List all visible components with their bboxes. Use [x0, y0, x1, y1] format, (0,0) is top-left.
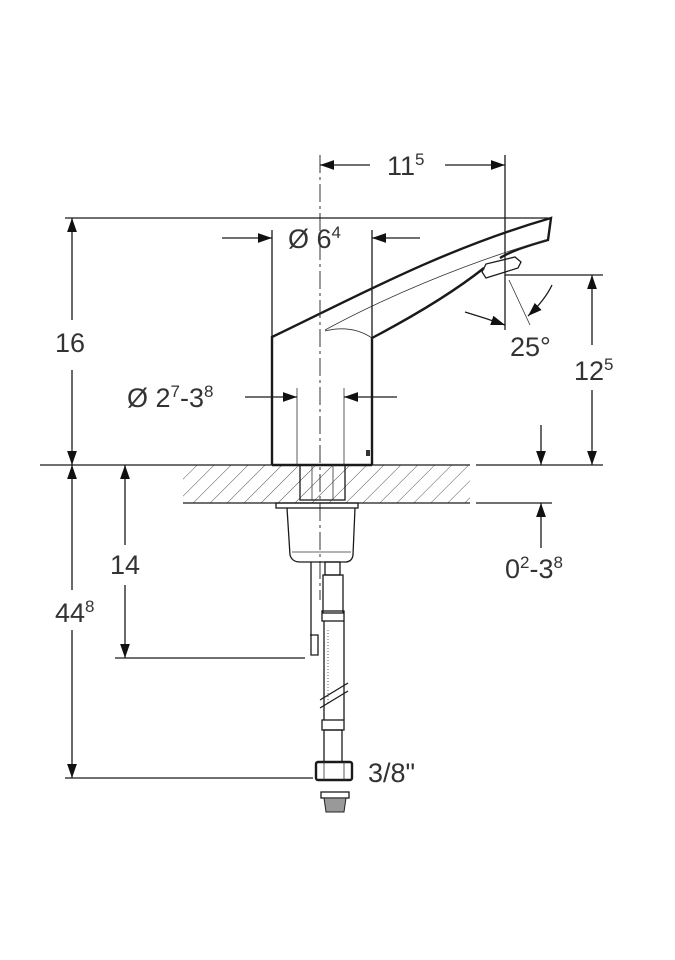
dimension-hose-length: 448 — [55, 465, 313, 779]
dimension-connector-depth: 14 — [110, 465, 305, 659]
svg-text:14: 14 — [110, 550, 140, 580]
svg-text:448: 448 — [55, 597, 95, 628]
supply-hose — [314, 561, 354, 813]
mounting-assembly — [275, 464, 359, 563]
dimension-counter-thickness: 02-38 — [505, 503, 563, 584]
svg-text:Ø 64: Ø 64 — [288, 223, 341, 254]
thread-size-label: 3/8" — [368, 758, 415, 788]
sensor-nozzle — [481, 256, 522, 279]
dimension-hole-diameter: Ø 27-38 — [127, 382, 397, 465]
dimension-spout-angle: 25° — [464, 279, 553, 362]
svg-text:16: 16 — [55, 328, 85, 358]
svg-text:115: 115 — [387, 150, 425, 181]
dimension-spout-reach: 115 — [320, 150, 506, 330]
sensor-cable — [310, 562, 319, 656]
dimension-body-diameter: Ø 64 — [222, 223, 420, 338]
dimension-outlet-height: 125 — [505, 274, 614, 465]
svg-text:25°: 25° — [510, 332, 551, 362]
svg-text:125: 125 — [574, 355, 614, 386]
thread-nut — [314, 760, 354, 782]
svg-text:Ø 27-38: Ø 27-38 — [127, 382, 213, 413]
filter-insert — [320, 791, 350, 813]
faucet-body — [270, 216, 553, 467]
dimension-total-height: 16 — [55, 218, 85, 465]
svg-text:02-38: 02-38 — [505, 553, 563, 584]
